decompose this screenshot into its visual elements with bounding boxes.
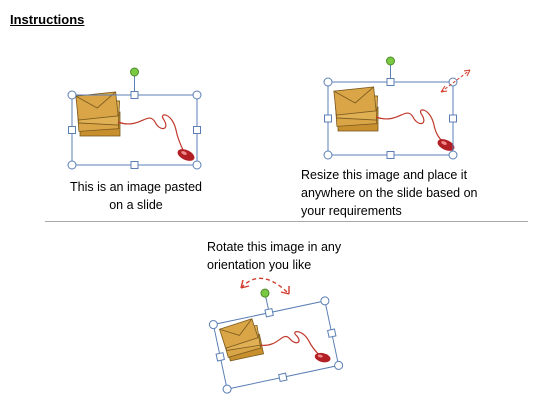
resize-handle-bottom-left[interactable] bbox=[323, 150, 333, 160]
mouse-cable bbox=[260, 331, 321, 357]
resize-handle-left[interactable] bbox=[324, 114, 332, 123]
resize-handle-top-right[interactable] bbox=[192, 90, 202, 100]
resize-handle-bottom[interactable] bbox=[278, 372, 288, 383]
envelope-stack-icon bbox=[219, 318, 265, 362]
resize-handle-bottom[interactable] bbox=[386, 151, 395, 159]
page-title: Instructions bbox=[10, 12, 85, 27]
resize-handle-bottom-right[interactable] bbox=[448, 150, 458, 160]
resize-handle-top-left[interactable] bbox=[67, 90, 77, 100]
envelope-stack-icon bbox=[333, 86, 379, 132]
resize-handle-bottom-left[interactable] bbox=[222, 384, 232, 394]
step1-figure bbox=[67, 67, 202, 170]
resize-handle-bottom-right[interactable] bbox=[334, 360, 344, 370]
resize-handle-top-left[interactable] bbox=[323, 77, 333, 87]
mouse-cable bbox=[117, 114, 185, 153]
resize-handle-right[interactable] bbox=[327, 328, 337, 338]
section-divider bbox=[45, 221, 528, 222]
computer-mouse-icon bbox=[314, 352, 331, 363]
mouse-cable bbox=[375, 109, 445, 144]
pasted-image[interactable] bbox=[75, 91, 196, 163]
resized-image[interactable] bbox=[333, 86, 456, 153]
resize-handle-right[interactable] bbox=[449, 114, 457, 123]
resize-arrow-icon bbox=[440, 69, 471, 93]
step2-figure bbox=[323, 56, 471, 160]
resize-handle-left[interactable] bbox=[68, 126, 76, 134]
step3-caption: Rotate this image in any orientation you… bbox=[207, 240, 342, 272]
computer-mouse-icon bbox=[437, 139, 455, 151]
resize-handle-bottom-left[interactable] bbox=[67, 160, 77, 170]
resize-handle-left[interactable] bbox=[215, 352, 225, 362]
resize-handle-bottom[interactable] bbox=[130, 161, 139, 169]
computer-mouse-icon bbox=[177, 149, 195, 161]
resize-handle-top[interactable] bbox=[386, 78, 395, 86]
envelope-stack-icon bbox=[75, 91, 121, 137]
rotate-handle[interactable] bbox=[260, 288, 270, 298]
step2-caption: Resize this image and place it anywhere … bbox=[301, 168, 478, 218]
rotated-image[interactable] bbox=[219, 304, 333, 385]
step1-caption: This is an image pasted on a slide bbox=[69, 180, 202, 212]
resize-handle-bottom-right[interactable] bbox=[192, 160, 202, 170]
resize-handle-top[interactable] bbox=[130, 91, 139, 99]
resize-handle-top-left[interactable] bbox=[208, 320, 218, 330]
resize-handle-top[interactable] bbox=[264, 307, 274, 318]
rotate-handle[interactable] bbox=[130, 67, 139, 77]
rotate-handle[interactable] bbox=[386, 56, 395, 66]
resize-handle-right[interactable] bbox=[193, 126, 201, 134]
rotate-arrow-icon bbox=[240, 277, 290, 295]
step3-figure bbox=[208, 277, 344, 394]
resize-handle-top-right[interactable] bbox=[320, 296, 330, 306]
